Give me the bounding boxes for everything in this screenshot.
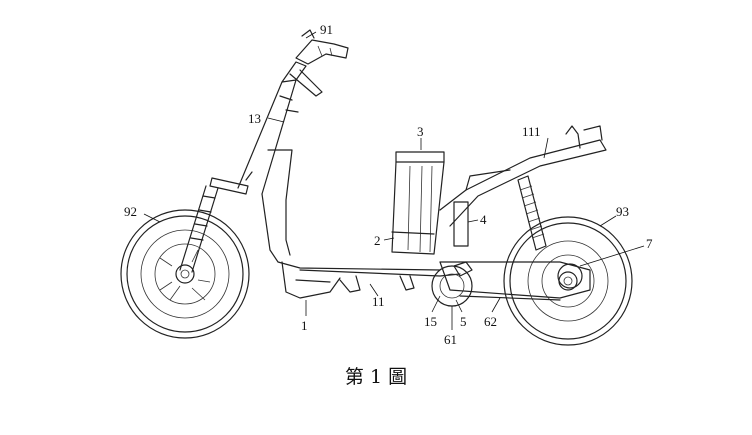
front-wheel — [120, 209, 250, 339]
label-4: 4 — [480, 212, 487, 227]
label-3: 3 — [417, 124, 424, 139]
label-62: 62 — [484, 314, 497, 329]
label-91: 91 — [320, 22, 333, 37]
rear-shock — [517, 175, 547, 251]
frame — [261, 149, 461, 299]
callouts: 91 13 3 111 92 93 2 4 7 1 11 15 5 62 61 — [124, 22, 653, 347]
rear-frame — [439, 125, 607, 227]
label-93: 93 — [616, 204, 629, 219]
handlebar — [295, 29, 349, 65]
steering-column — [237, 61, 323, 195]
label-2: 2 — [374, 233, 381, 248]
label-11: 11 — [372, 294, 385, 309]
controller — [453, 201, 469, 247]
label-15: 15 — [424, 314, 437, 329]
front-fork — [179, 177, 249, 273]
label-5: 5 — [460, 314, 467, 329]
label-13: 13 — [248, 111, 261, 126]
figure-caption: 第 1 圖 — [344, 366, 408, 388]
label-61: 61 — [444, 332, 457, 347]
label-111: 111 — [522, 124, 541, 139]
label-7: 7 — [646, 236, 653, 251]
battery — [391, 151, 445, 255]
stand — [453, 261, 473, 277]
label-92: 92 — [124, 204, 137, 219]
rear-wheel — [503, 216, 633, 346]
label-1: 1 — [301, 318, 308, 333]
